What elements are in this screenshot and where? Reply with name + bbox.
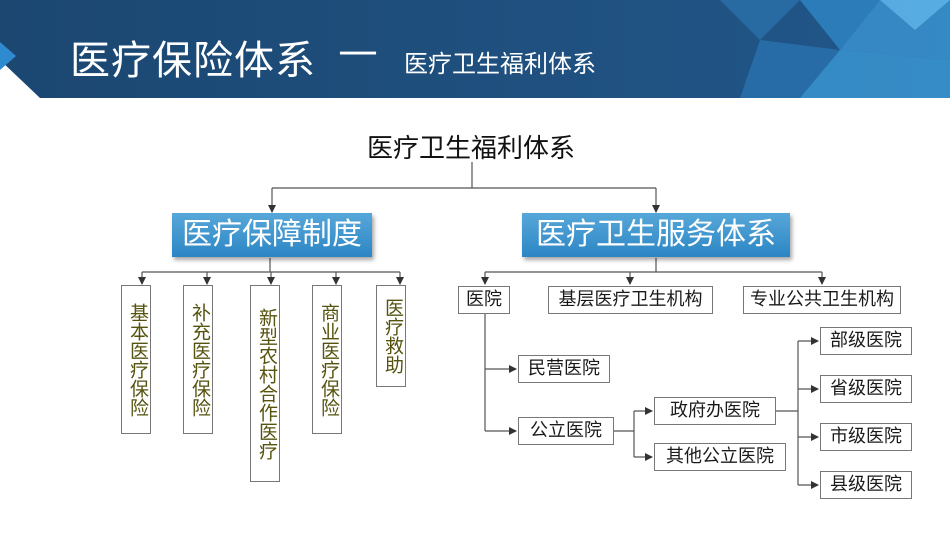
header-banner	[0, 0, 950, 98]
right-branch-connector	[485, 258, 822, 273]
node-county-hospital: 县级医院	[820, 471, 912, 499]
node-rural-coop-medical: 新型农村合作医疗	[250, 285, 280, 482]
node-other-public-hospital: 其他公立医院	[654, 443, 786, 471]
banner-facet-1	[720, 0, 800, 40]
node-ministry-hospital: 部级医院	[820, 327, 912, 355]
title-dash: —	[338, 28, 378, 74]
node-province-hospital: 省级医院	[820, 375, 912, 403]
public-hospital-connector	[614, 411, 635, 457]
banner-facet-2	[800, 0, 880, 50]
node-private-hospital: 民营医院	[518, 355, 610, 383]
left-branch-connector	[142, 258, 400, 273]
node-public-hospital: 公立医院	[518, 417, 614, 445]
node-public-health: 专业公共卫生机构	[743, 286, 901, 314]
banner-facet-6	[880, 0, 950, 30]
page-title: 医疗保险体系	[70, 38, 316, 84]
node-basic-insurance: 基本医疗保险	[121, 285, 151, 434]
banner-accent-left	[0, 42, 16, 70]
banner-background	[0, 0, 950, 98]
banner-facet-4	[740, 40, 840, 98]
page-subtitle: 医疗卫生福利体系	[404, 50, 596, 78]
root-node: 医疗卫生福利体系	[366, 134, 575, 164]
node-supplementary-insurance: 补充医疗保险	[183, 285, 213, 434]
node-gov-hospital: 政府办医院	[654, 397, 776, 425]
node-hospital: 医院	[458, 286, 510, 314]
left-branch-node: 医疗保障制度	[172, 213, 372, 257]
gov-hospital-connector	[776, 341, 799, 485]
banner-facet-5	[800, 50, 950, 98]
right-branch-node: 医疗卫生服务体系	[522, 213, 790, 257]
node-primary-care: 基层医疗卫生机构	[548, 286, 713, 314]
node-commercial-insurance: 商业医疗保险	[312, 285, 342, 434]
root-connector	[272, 162, 656, 189]
node-city-hospital: 市级医院	[820, 423, 912, 451]
node-medical-assistance: 医疗救助	[376, 285, 406, 387]
